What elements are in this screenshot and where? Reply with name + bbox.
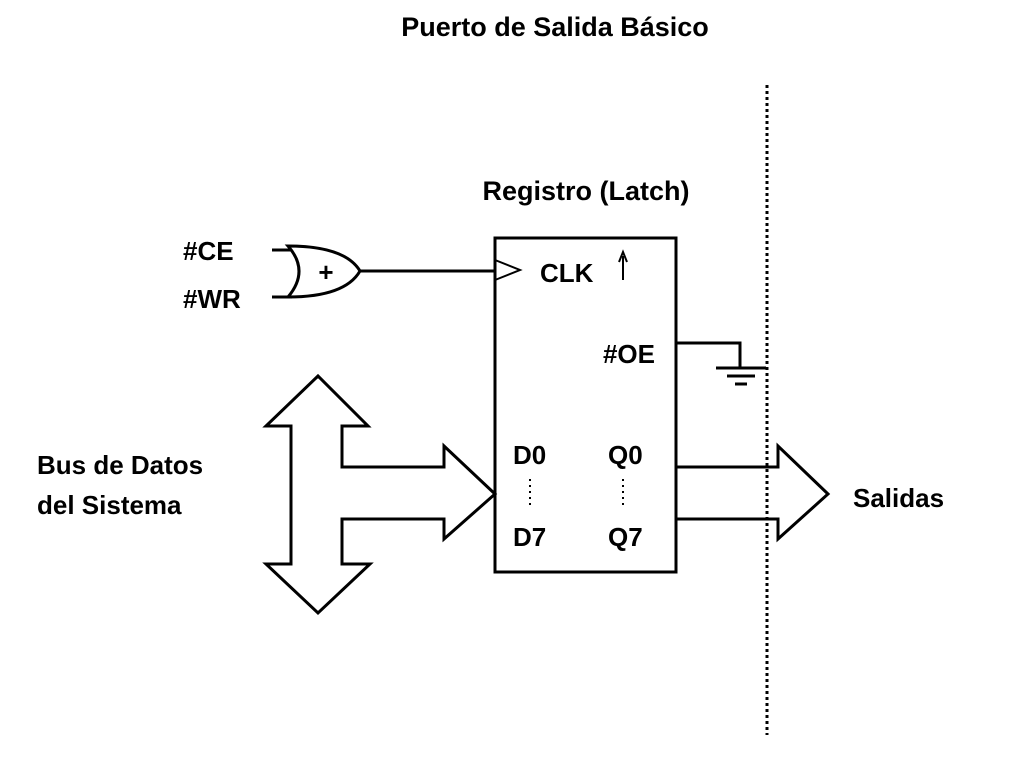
q7-label: Q7: [608, 522, 643, 552]
d0-label: D0: [513, 440, 546, 470]
ce-input-label: #CE: [183, 236, 234, 266]
system-data-bus-arrow: [262, 373, 498, 616]
diagram-title: Puerto de Salida Básico: [401, 12, 709, 42]
bus-label-line-1: Bus de Datos: [37, 450, 203, 480]
or-gate-symbol: +: [318, 257, 333, 287]
rising-edge-arrow-icon: [618, 249, 628, 280]
or-gate-icon: [272, 244, 495, 299]
outputs-arrow: [676, 442, 831, 543]
clk-label: CLK: [540, 258, 594, 288]
oe-label: #OE: [603, 339, 655, 369]
wr-input-label: #WR: [183, 284, 241, 314]
latch-register-box: [493, 236, 678, 574]
d7-label: D7: [513, 522, 546, 552]
bus-label-line-2: del Sistema: [37, 490, 182, 520]
outputs-label: Salidas: [853, 483, 944, 513]
ground-icon: [676, 341, 766, 386]
clock-edge-triangle: [494, 259, 523, 281]
q0-label: Q0: [608, 440, 643, 470]
register-title: Registro (Latch): [482, 176, 689, 206]
